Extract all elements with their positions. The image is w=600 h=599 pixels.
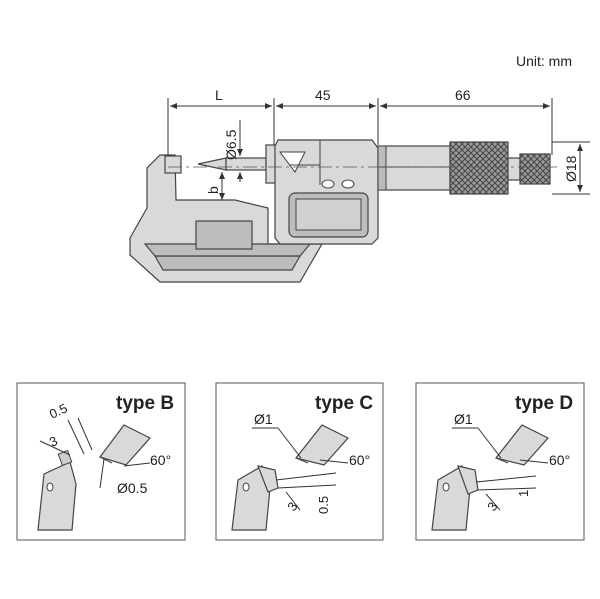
type-b-dim-top: 0.5 [47, 400, 70, 421]
dim-66-label: 66 [455, 87, 471, 103]
dim-45-label: 45 [315, 87, 331, 103]
type-d-title: type D [515, 393, 573, 414]
type-d-angle: 60° [549, 452, 570, 468]
type-c-title: type C [315, 393, 373, 414]
sleeve-and-thimble [377, 141, 551, 195]
unit-label: Unit: mm [516, 53, 572, 69]
dim-L-label: L [215, 87, 223, 103]
type-b-angle: 60° [150, 452, 171, 468]
type-c-dim-right: 0.5 [316, 496, 331, 514]
dim-d18-label: Ø18 [563, 155, 579, 182]
dimension-lines [167, 98, 590, 200]
type-d-dim-dia: Ø1 [454, 411, 473, 427]
detail-type-c: type C Ø1 60° 3 0.5 [215, 382, 384, 541]
type-b-dim-tip: Ø0.5 [117, 480, 148, 496]
micrometer-frame [129, 154, 324, 283]
type-c-angle: 60° [349, 452, 370, 468]
dim-d65-label: Ø6.5 [223, 129, 239, 160]
type-b-title: type B [116, 393, 174, 414]
spindle-and-tip [197, 144, 281, 184]
detail-type-d: type D Ø1 60° 3 1 [415, 382, 585, 541]
type-c-dim-dia: Ø1 [254, 411, 273, 427]
type-d-dim-right: 1 [516, 490, 531, 497]
dim-b-label: b [205, 186, 221, 194]
digital-display-body [274, 139, 379, 245]
detail-type-b: type B 0.5 3 60° Ø0.5 [16, 382, 186, 541]
